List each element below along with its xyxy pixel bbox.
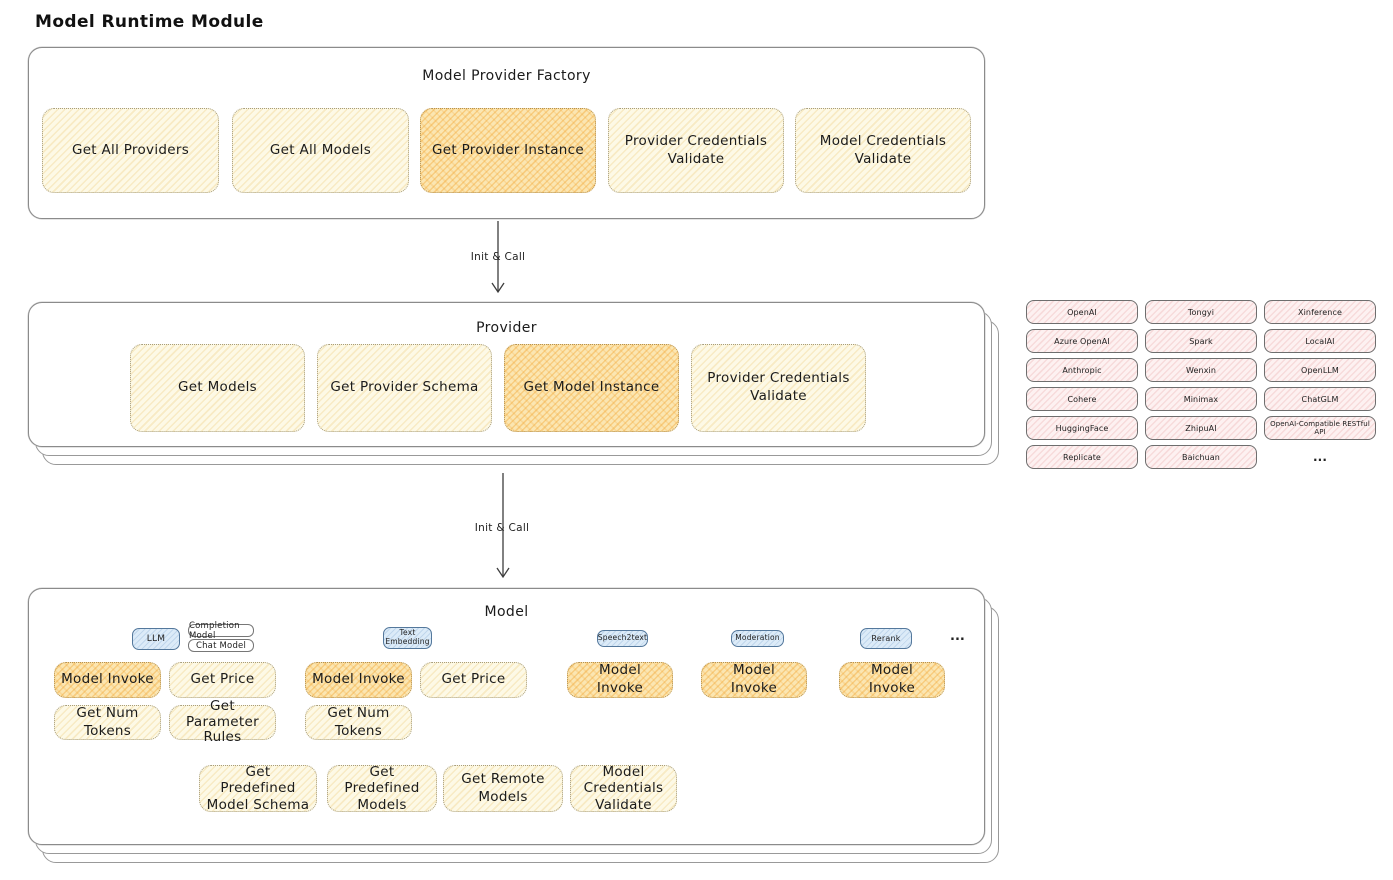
provider-title: Provider xyxy=(476,320,537,336)
provider-baichuan: Baichuan xyxy=(1145,445,1257,469)
factory-get-all-providers: Get All Providers xyxy=(42,108,219,193)
model-credentials-validate: Model Credentials Validate xyxy=(570,764,677,813)
provider-cohere: Cohere xyxy=(1026,387,1138,411)
rerank-model-invoke: Model Invoke xyxy=(839,662,945,698)
arrow-factory-to-provider xyxy=(491,221,505,294)
provider-minimax: Minimax xyxy=(1145,387,1257,411)
factory-model-credentials-validate: Model Credentials Validate xyxy=(795,108,971,193)
factory-title: Model Provider Factory xyxy=(422,68,591,84)
model-get-predefined-model-schema: Get Predefined Model Schema xyxy=(199,764,317,813)
factory-get-provider-instance: Get Provider Instance xyxy=(420,108,596,193)
text-embedding-model-invoke: Model Invoke xyxy=(305,662,412,698)
tab-moderation: Moderation xyxy=(731,630,784,647)
provider-wenxin: Wenxin xyxy=(1145,358,1257,382)
page-title: Model Runtime Module xyxy=(35,12,264,32)
provider-list-grid: OpenAI Tongyi Xinference Azure OpenAI Sp… xyxy=(1026,300,1376,469)
factory-get-all-models: Get All Models xyxy=(232,108,409,193)
tab-llm: LLM xyxy=(132,628,180,650)
llm-get-parameter-rules: Get Parameter Rules xyxy=(169,698,276,745)
provider-credentials-validate: Provider Credentials Validate xyxy=(691,344,866,432)
provider-huggingface: HuggingFace xyxy=(1026,416,1138,440)
provider-get-model-instance: Get Model Instance xyxy=(504,344,679,432)
provider-spark: Spark xyxy=(1145,329,1257,353)
provider-get-provider-schema: Get Provider Schema xyxy=(317,344,492,432)
factory-provider-credentials-validate: Provider Credentials Validate xyxy=(608,108,784,193)
tab-completion-model: Completion Model xyxy=(188,621,254,641)
speech2text-model-invoke: Model Invoke xyxy=(567,662,673,698)
provider-get-models: Get Models xyxy=(130,344,305,432)
tab-chat-model: Chat Model xyxy=(188,639,254,652)
llm-model-invoke: Model Invoke xyxy=(54,662,161,698)
provider-zhipuai: ZhipuAI xyxy=(1145,416,1257,440)
arrow-provider-to-model xyxy=(496,473,510,579)
provider-azure-openai: Azure OpenAI xyxy=(1026,329,1138,353)
provider-xinference: Xinference xyxy=(1264,300,1376,324)
provider-more-ellipsis: ... xyxy=(1313,450,1327,464)
model-get-remote-models: Get Remote Models xyxy=(443,765,563,812)
provider-chatglm: ChatGLM xyxy=(1264,387,1376,411)
model-get-predefined-models: Get Predefined Models xyxy=(327,764,437,813)
init-call-label-2: Init & Call xyxy=(474,522,530,534)
tab-text-embedding: Text Embedding xyxy=(383,627,432,649)
text-embedding-get-num-tokens: Get Num Tokens xyxy=(305,705,412,740)
tab-rerank: Rerank xyxy=(860,628,912,649)
llm-get-price: Get Price xyxy=(169,662,276,698)
provider-anthropic: Anthropic xyxy=(1026,358,1138,382)
provider-localai: LocalAI xyxy=(1264,329,1376,353)
provider-tongyi: Tongyi xyxy=(1145,300,1257,324)
llm-get-num-tokens: Get Num Tokens xyxy=(54,705,161,740)
moderation-model-invoke: Model Invoke xyxy=(701,662,807,698)
provider-openllm: OpenLLM xyxy=(1264,358,1376,382)
tabs-more-ellipsis: ... xyxy=(950,629,965,644)
text-embedding-get-price: Get Price xyxy=(420,662,527,698)
provider-openai-compatible-restful-api: OpenAI-Compatible RESTful API xyxy=(1264,416,1376,440)
model-title: Model xyxy=(484,604,529,620)
tab-speech2text: Speech2text xyxy=(597,630,648,647)
provider-openai: OpenAI xyxy=(1026,300,1138,324)
provider-replicate: Replicate xyxy=(1026,445,1138,469)
init-call-label-1: Init & Call xyxy=(470,251,526,263)
